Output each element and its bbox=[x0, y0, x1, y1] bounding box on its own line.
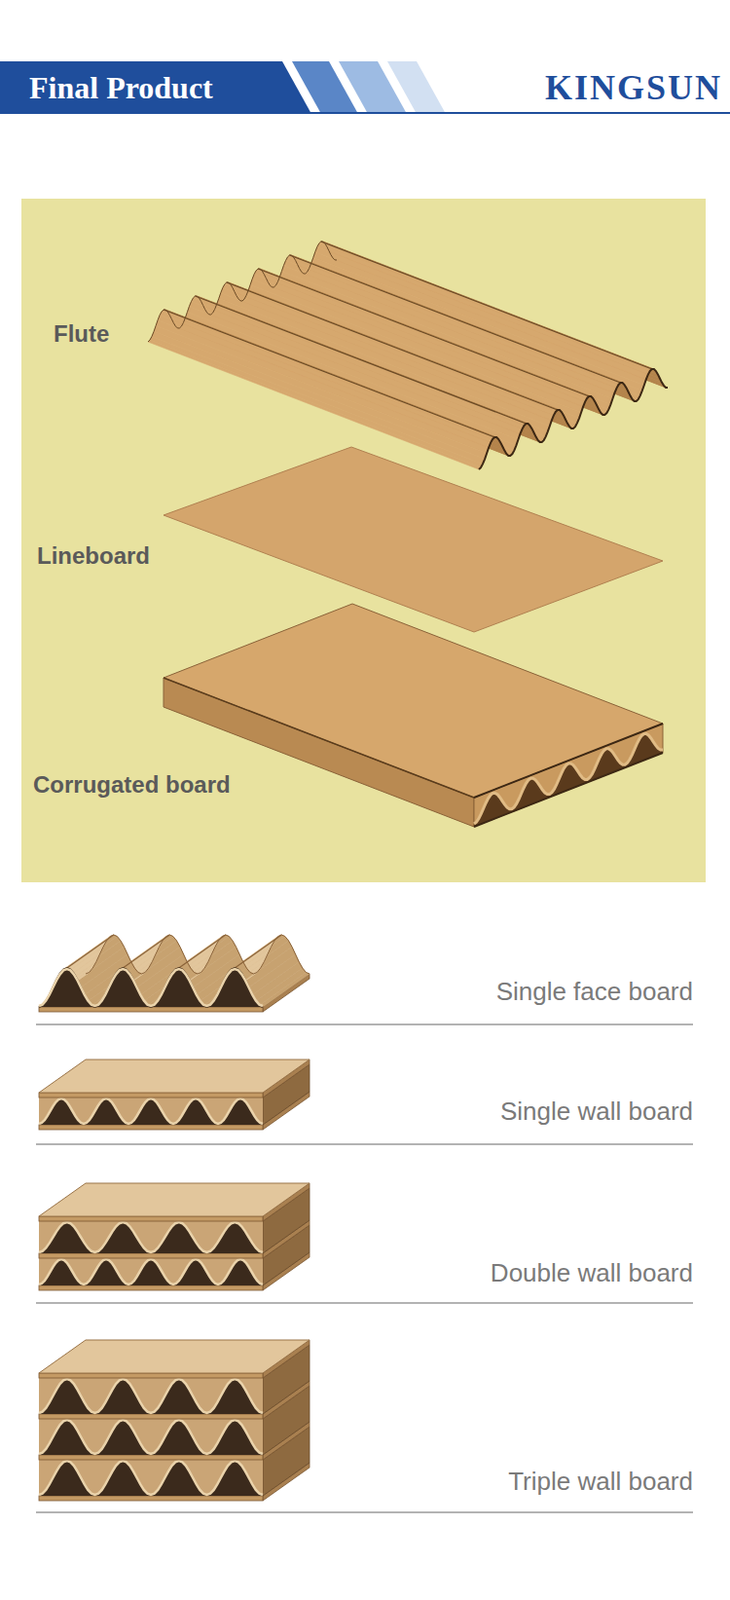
flute-shadow bbox=[38, 1460, 263, 1496]
flute-strip bbox=[153, 326, 487, 460]
liner-front bbox=[38, 1454, 263, 1460]
flute-front bbox=[38, 1257, 263, 1285]
part-label: Lineboard bbox=[36, 541, 150, 571]
flute-shadow bbox=[38, 1419, 263, 1455]
board-type-label: Double wall board bbox=[490, 1256, 694, 1288]
liner-front bbox=[38, 1284, 263, 1290]
board-type-label: Single wall board bbox=[500, 1095, 694, 1127]
board-edge bbox=[474, 723, 663, 798]
flute-shadow bbox=[38, 1258, 263, 1285]
flute-strip bbox=[163, 309, 497, 438]
part-label: Corrugated board bbox=[33, 769, 231, 800]
flute-ridge bbox=[234, 934, 282, 968]
divider-line bbox=[36, 1301, 694, 1304]
flute-ridge bbox=[257, 268, 589, 397]
flute-profile bbox=[38, 1097, 263, 1124]
board-illustrations bbox=[38, 934, 310, 1500]
flute-strip bbox=[157, 315, 491, 448]
header-stripe bbox=[387, 61, 446, 114]
flute-edge bbox=[147, 241, 337, 342]
flute-profile bbox=[38, 1419, 263, 1454]
flute-edge bbox=[38, 967, 263, 1007]
lineboard-sheet bbox=[163, 446, 663, 632]
flute-ridge bbox=[122, 934, 170, 968]
flute-ridge bbox=[321, 241, 653, 369]
liner-front bbox=[38, 1413, 263, 1419]
flute-ridge bbox=[163, 309, 495, 438]
flute-front bbox=[38, 1418, 263, 1455]
flute-ridge bbox=[179, 934, 226, 968]
flute-strip bbox=[151, 330, 485, 464]
flute-strip bbox=[147, 339, 481, 470]
flute-shadow bbox=[38, 1378, 263, 1414]
flute-profile bbox=[38, 1258, 263, 1284]
board-type-label: Single face board bbox=[496, 975, 694, 1007]
divider-line bbox=[36, 1510, 694, 1513]
flute-front bbox=[38, 1220, 263, 1253]
flute-front bbox=[38, 1377, 263, 1414]
brand-name: KINGSUN bbox=[545, 66, 723, 110]
liner-front bbox=[38, 1124, 263, 1130]
flute-shadow bbox=[38, 1221, 263, 1253]
panel-illustrations bbox=[147, 241, 668, 827]
header-title: Final Product bbox=[29, 68, 214, 108]
board-type-label: Triple wall board bbox=[508, 1464, 694, 1497]
flute-ridge bbox=[226, 282, 558, 410]
flute-profile bbox=[38, 1221, 263, 1252]
liner-front bbox=[38, 1372, 263, 1378]
flute-shadow bbox=[38, 1097, 263, 1125]
divider-line bbox=[36, 1142, 694, 1145]
flute-shadow bbox=[38, 968, 263, 1007]
liner-top bbox=[38, 1339, 310, 1373]
liner-front bbox=[38, 1092, 263, 1097]
flute-edge bbox=[478, 368, 668, 470]
yellow-panel bbox=[21, 198, 706, 882]
part-label: Flute bbox=[53, 319, 110, 349]
liner-top bbox=[38, 1182, 310, 1216]
flute-ridge bbox=[67, 934, 114, 968]
flute-strip bbox=[184, 312, 518, 446]
flute-edge bbox=[85, 934, 310, 974]
flute-profile bbox=[38, 1460, 263, 1495]
header-rule bbox=[0, 111, 730, 114]
liner-front bbox=[38, 1215, 263, 1221]
flute-strip bbox=[161, 309, 495, 439]
header-band bbox=[0, 61, 312, 114]
liner-front bbox=[38, 1252, 263, 1258]
flute-profile bbox=[38, 968, 263, 1006]
flute-front bbox=[38, 1459, 263, 1496]
flute-strip bbox=[155, 320, 489, 454]
flute-ridge bbox=[195, 295, 527, 424]
flute-profile bbox=[38, 1378, 263, 1413]
flute-strip bbox=[149, 335, 483, 468]
liner-top bbox=[38, 1058, 310, 1093]
liner-front bbox=[38, 1495, 263, 1500]
board-top-liner bbox=[163, 603, 663, 798]
flute-front bbox=[38, 1096, 263, 1125]
flute-ridge bbox=[290, 255, 621, 383]
flute-strip bbox=[159, 311, 493, 443]
divider-line bbox=[36, 1022, 694, 1025]
